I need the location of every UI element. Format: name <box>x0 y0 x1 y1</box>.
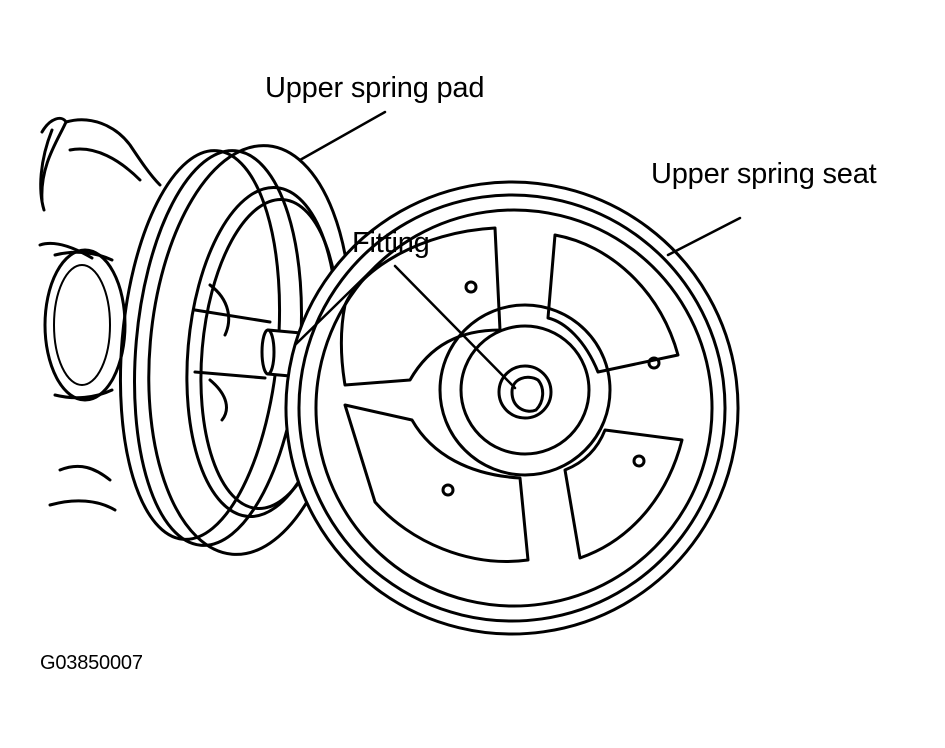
leader-line-seat <box>666 216 742 257</box>
leader-line-fitting-a <box>293 260 382 347</box>
figure-code: G03850007 <box>40 652 143 674</box>
upper-spring-pad-label: Upper spring pad <box>265 72 485 104</box>
leader-line-pad <box>298 110 387 162</box>
coil-spring <box>38 116 162 512</box>
leader-lines <box>293 110 742 390</box>
shaft-cylinder <box>43 248 272 422</box>
upper-spring-seat <box>284 180 740 636</box>
upper-spring-seat-label: Upper spring seat <box>651 158 877 190</box>
fitting-label: Fitting <box>352 227 430 259</box>
leader-line-fitting-b <box>393 264 517 390</box>
